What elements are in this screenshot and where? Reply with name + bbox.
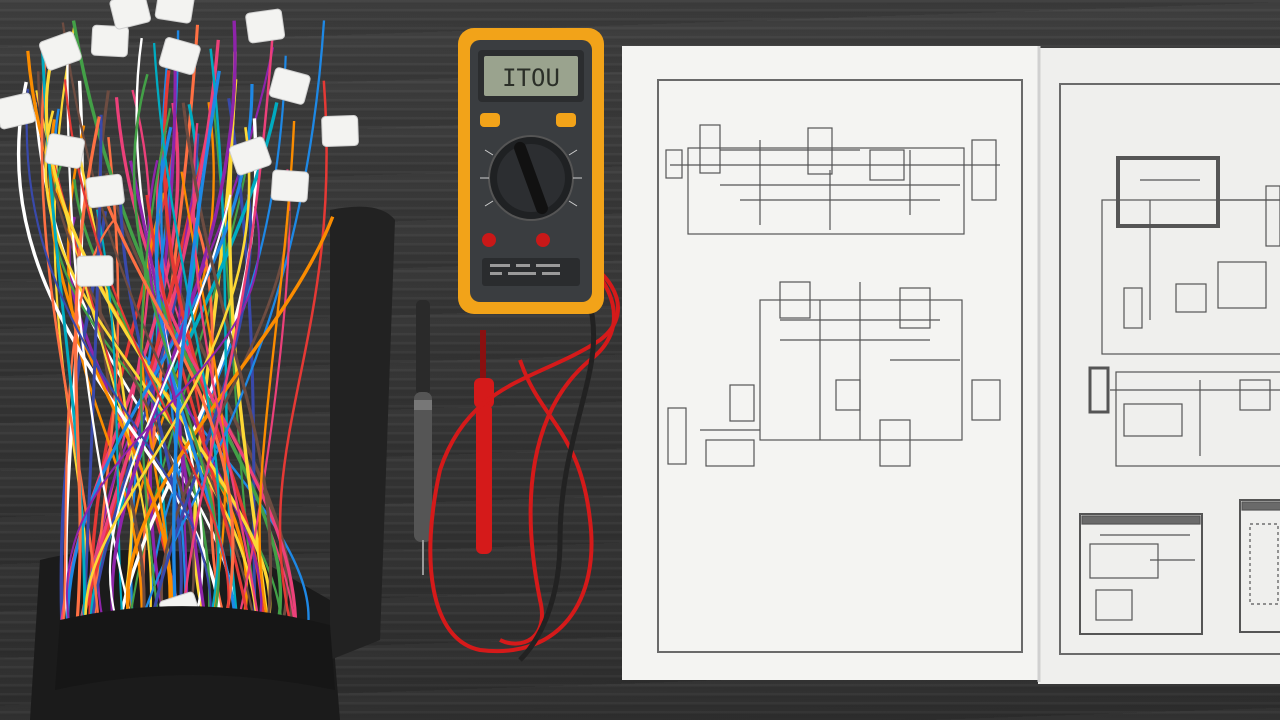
harness-wire	[192, 122, 260, 621]
wire-connector	[85, 173, 125, 209]
harness-wire	[114, 97, 298, 621]
harness-wire	[62, 218, 116, 621]
multimeter: ITOU	[458, 28, 604, 314]
wire-connector	[90, 24, 130, 58]
harness-wire	[181, 102, 273, 621]
wire-connector	[158, 37, 201, 75]
harness-wire	[125, 216, 335, 621]
harness-wire	[177, 151, 209, 621]
wire-connector	[270, 169, 310, 203]
wire-connector	[109, 0, 151, 30]
black-probe	[414, 300, 432, 575]
multimeter-port-v	[536, 233, 550, 247]
harness-wire	[110, 20, 237, 621]
wire-harness	[0, 0, 395, 720]
wire-connector	[268, 67, 311, 105]
manual-left-page	[622, 46, 1040, 680]
red-probe-lead	[428, 240, 620, 654]
harness-wire	[171, 70, 221, 621]
harness-wire	[139, 107, 172, 621]
schematic-left-top	[665, 124, 1000, 235]
harness-wire	[152, 42, 221, 621]
harness-wire	[77, 151, 134, 621]
wire-connector	[44, 133, 86, 169]
wire-connector	[154, 0, 195, 24]
harness-wire	[44, 110, 259, 621]
harness-wire	[278, 80, 328, 621]
harness-wire	[66, 206, 261, 621]
multimeter-port-com	[482, 233, 496, 247]
harness-wire	[88, 131, 179, 621]
schematic-right-bottom	[1079, 499, 1280, 635]
wire-connector	[38, 31, 82, 71]
schematic-left-middle	[667, 281, 1001, 467]
harness-wire	[106, 205, 235, 621]
sleeve-band	[55, 606, 335, 690]
harness-wire	[40, 48, 100, 621]
multimeter-display-reading: ITOU	[502, 64, 560, 92]
wire-connector	[76, 255, 114, 287]
harness-wire	[211, 100, 259, 621]
schematic-right-middle	[1088, 366, 1280, 467]
harness-wire	[63, 79, 230, 621]
harness-sleeve-right	[330, 206, 395, 660]
harness-wire	[141, 24, 200, 621]
harness-wire	[258, 120, 296, 621]
wire-connector	[321, 115, 359, 147]
schematic-right-top	[1101, 156, 1280, 355]
multimeter-and-probes: ITOU	[414, 28, 620, 662]
wire-connector	[0, 92, 36, 130]
harness-wire	[25, 88, 212, 621]
harness-wire	[84, 127, 251, 621]
wire-connector	[245, 8, 286, 44]
manual-right-page	[1038, 48, 1280, 684]
wire-connector	[229, 136, 272, 176]
